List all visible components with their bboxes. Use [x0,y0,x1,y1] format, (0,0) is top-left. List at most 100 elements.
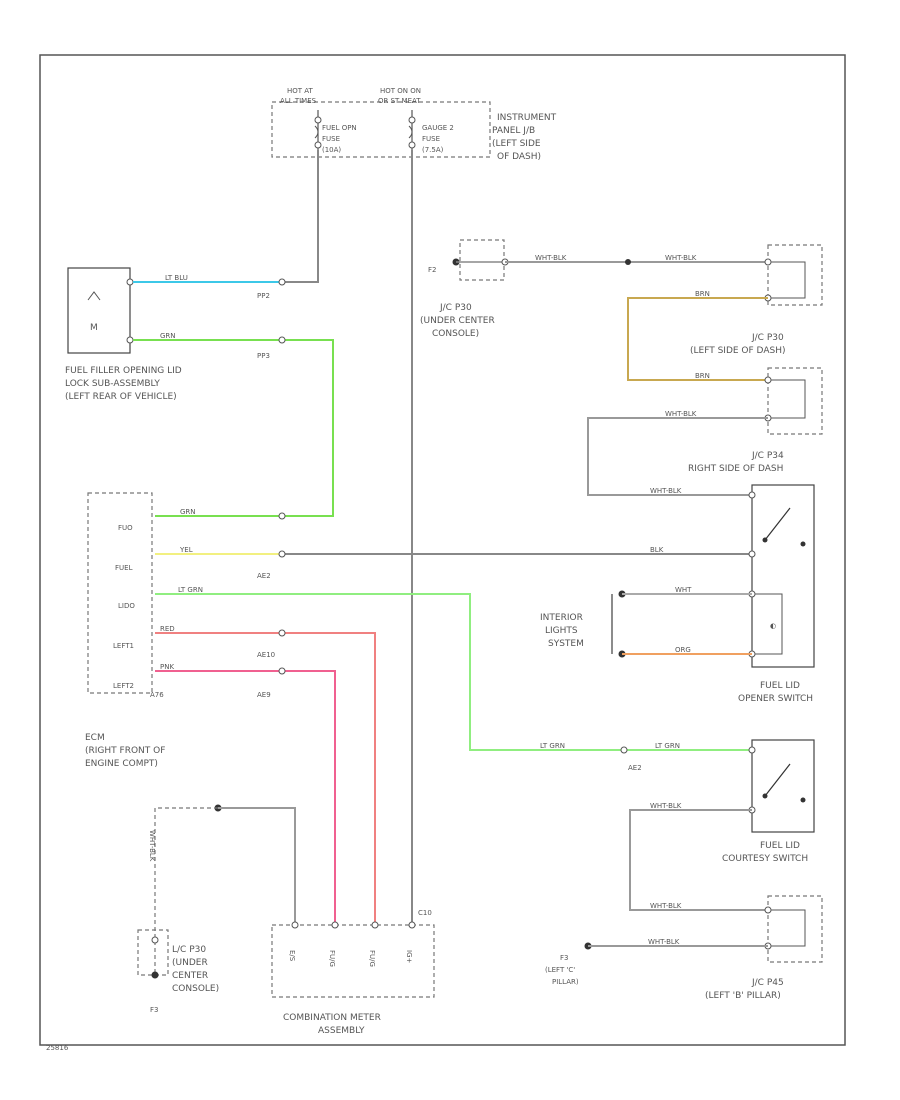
hot-at-label-2: ALL TIMES [280,97,317,105]
ecm-label-2: (RIGHT FRONT OF [85,746,165,756]
jc-right1-label-2: (LEFT SIDE OF DASH) [690,346,785,356]
jc-pillar-label-2: (LEFT 'B' PILLAR) [705,991,781,1001]
jc-bottom-console: WHT-BLK L/C P30 (UNDER CENTER CONSOLE) F… [137,804,296,1014]
conn-pp3: PP3 [257,352,270,360]
jc-right-2: WHT-BLK WHT-BLK J/C P34 RIGHT SIDE OF DA… [587,367,823,496]
fuse-a-label-2: FUSE [322,135,340,143]
jc-pillar-label-1: J/C P45 [751,978,784,988]
conn-ae2: AE2 [257,572,271,580]
wire-lt-grn-1: LT GRN [178,586,203,594]
fuel-filler-label-1: FUEL FILLER OPENING LID [65,366,182,376]
wire-pnk: PNK [160,663,174,671]
wire-wht-blk-c: WHT-BLK [665,410,697,418]
fuse-a-label-1: FUEL OPN [322,124,357,132]
ecm-pin-lido: LIDO [118,602,135,610]
wire-wht-blk-g: WHT-BLK [648,938,680,946]
svg-text:◐: ◐ [770,622,776,630]
ecm-pin-left1: LEFT1 [113,642,134,650]
ecm-wires: GRN YEL BLK LT GRN LT GRN LT GRN AE2 RED… [155,508,752,925]
fuel-lid-opener-switch: ◐ FUEL LID OPENER SWITCH [738,484,815,704]
fuse-b-label-2: FUSE [422,135,440,143]
wire-lt-grn-2: LT GRN [540,742,565,750]
jc-right2-label-2: RIGHT SIDE OF DASH [688,464,783,474]
hot-at-label-1: HOT AT [287,87,314,95]
filler-wires: LT BLU GRN [133,150,413,925]
pillar-ground-3: PILLAR) [552,978,579,986]
wire-lt-grn-3: LT GRN [655,742,680,750]
wire-wht-blk-a: WHT-BLK [535,254,567,262]
wire-wht-blk-d: WHT-BLK [650,487,682,495]
conn-ae9: AE9 [257,691,271,699]
jc-center-label-1: J/C P30 [439,303,472,313]
fuse-b-label-1: GAUGE 2 [422,124,454,132]
fuse-b-label-3: (7.5A) [422,146,444,154]
wire-wht-blk-e: WHT-BLK [650,802,682,810]
meter-label-1: COMBINATION METER [283,1013,381,1023]
interior-lights-system: WHT ORG INTERIOR LIGHTS SYSTEM [540,586,752,658]
wire-grn-filler: GRN [160,332,176,340]
ground-f2: F2 [428,266,436,274]
jc-center-label-2: (UNDER CENTER [420,316,495,326]
wire-yel: YEL [179,546,193,554]
wire-red: RED [160,625,175,633]
jc-center-console: F2 J/C P30 (UNDER CENTER CONSOLE) WHT-BL… [420,239,768,339]
fuel-filler-label-3: (LEFT REAR OF VEHICLE) [65,392,177,402]
diagram-frame [39,54,846,1046]
ecm-pin-left2: LEFT2 [113,682,134,690]
opener-switch-label-2: OPENER SWITCH [738,694,813,704]
jc-bottom-label-3: CENTER [172,971,208,981]
ecm-pin-fuel: FUEL [115,564,133,572]
wire-wht: WHT [675,586,692,594]
jc-left-b-pillar: WHT-BLK F3 (LEFT 'C' PILLAR) J/C P45 (LE… [545,895,823,1001]
meter-pin-fug-1: FU/G [328,950,336,967]
wire-org: ORG [675,646,691,654]
jc-right1-label-1: J/C P30 [751,333,784,343]
conn-ae2-lower: AE2 [628,764,642,772]
jb-location-4: OF DASH) [497,152,541,162]
ecm: FUO FUEL LIDO LEFT1 LEFT2 ECM (RIGHT FRO… [85,492,275,769]
conn-a76: A76 [150,691,164,699]
jb-location-3: (LEFT SIDE [492,139,541,149]
ecm-label-3: ENGINE COMPT) [85,759,158,769]
pillar-ground-2: (LEFT 'C' [545,966,575,974]
wire-wht-blk-h: WHT-BLK [148,830,156,862]
jb-location-1: INSTRUMENT [497,113,557,123]
meter-pin-ig: IG+ [405,950,413,963]
jc-center-label-3: CONSOLE) [432,329,479,339]
wire-wht-blk-b: WHT-BLK [665,254,697,262]
fuel-filler-lock: M FUEL FILLER OPENING LID LOCK SUB-ASSEM… [65,267,270,402]
meter-pin-fug-2: FU/G [368,950,376,967]
hot-on-label-2: OR ST MEAT [378,97,421,105]
wire-lt-blu: LT BLU [165,274,188,282]
pillar-ground-1: F3 [560,954,568,962]
jb-location-2: PANEL J/B [492,126,535,136]
opener-switch-label-1: FUEL LID [760,681,800,691]
jc-bottom-label-2: (UNDER [172,958,208,968]
wire-grn-ecm: GRN [180,508,196,516]
jc-right2-label-1: J/C P34 [751,451,784,461]
hot-on-label-1: HOT ON ON [380,87,421,95]
interior-label-3: SYSTEM [548,639,584,649]
meter-pin-es: E/S [288,950,296,962]
diagram-code: 25816 [46,1044,69,1052]
ecm-label-1: ECM [85,733,105,743]
wire-wht-blk-f: WHT-BLK [650,902,682,910]
meter-label-2: ASSEMBLY [318,1026,365,1036]
svg-text:M: M [90,323,98,333]
fuse-a-label-3: (10A) [322,146,341,154]
interior-label-1: INTERIOR [540,613,583,623]
courtesy-switch-label-1: FUEL LID [760,841,800,851]
conn-ae10: AE10 [257,651,275,659]
wire-brn-2: BRN [695,372,710,380]
interior-label-2: LIGHTS [545,626,578,636]
instrument-panel-jb: HOT AT ALL TIMES HOT ON ON OR ST MEAT FU… [271,87,557,162]
courtesy-switch-label-2: COURTESY SWITCH [722,854,808,864]
combination-meter: E/S FU/G FU/G IG+ C10 COMBINATION METER … [271,909,435,1036]
jc-bottom-label-4: CONSOLE) [172,984,219,994]
conn-pp2: PP2 [257,292,270,300]
jc-bottom-label-1: L/C P30 [172,945,206,955]
fuel-filler-label-2: LOCK SUB-ASSEMBLY [65,379,160,389]
fuel-lid-courtesy-switch: FUEL LID COURTESY SWITCH WHT-BLK WHT-BLK [629,739,815,911]
jc-right-1: BRN BRN J/C P30 (LEFT SIDE OF DASH) [627,244,823,381]
